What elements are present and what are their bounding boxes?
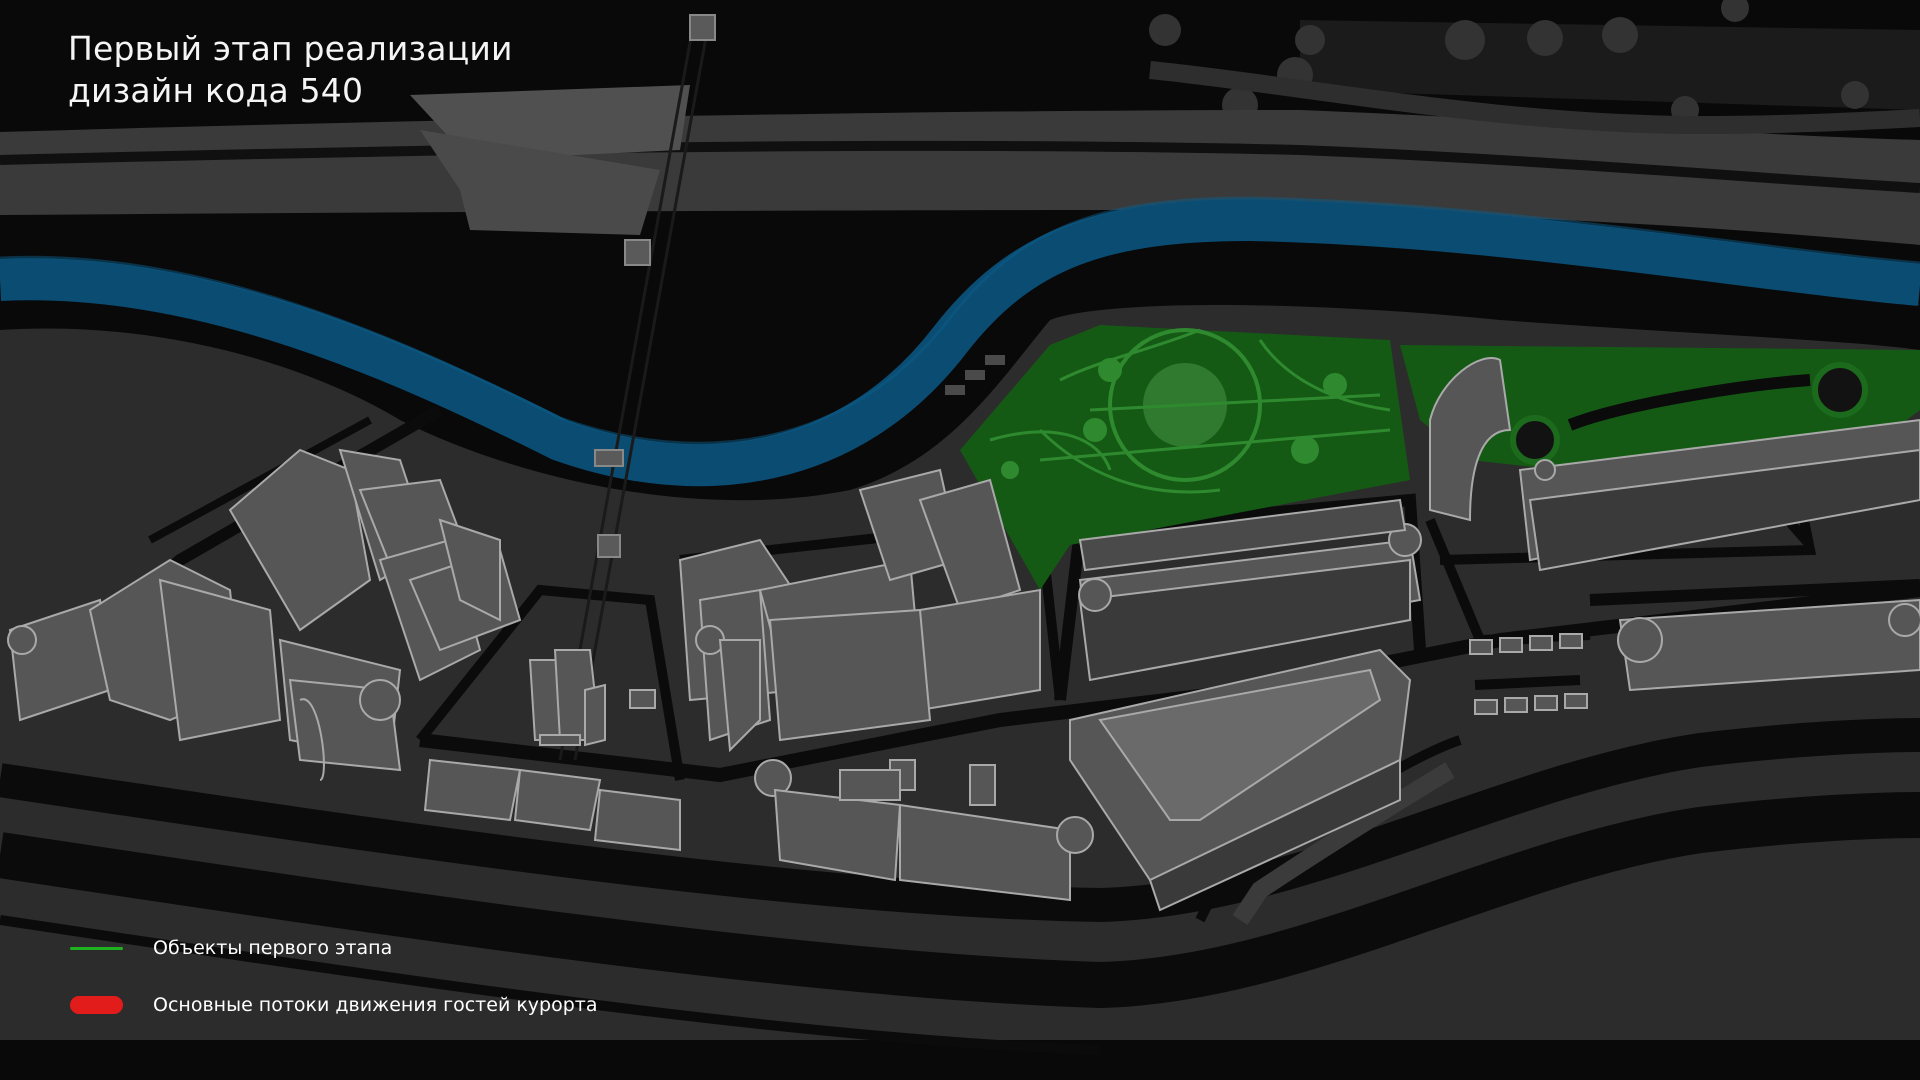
page-title: Первый этап реализации дизайн кода 540: [68, 28, 513, 112]
dock-boxes: [945, 355, 1005, 395]
cable-car-pylon-icon: [597, 534, 621, 558]
cable-car-pylon-icon: [689, 14, 716, 41]
legend-swatch-line-icon: [70, 946, 123, 950]
tree-icon: [1149, 14, 1181, 46]
building-block-middle: [678, 468, 1041, 753]
building-long-park: [1078, 498, 1422, 682]
buildings: [7, 357, 1920, 912]
cable-car-pylon-icon: [594, 449, 624, 467]
cable-car-pylon-icon: [624, 239, 651, 266]
building-east-lower: [1617, 598, 1920, 692]
tree-icon: [1445, 20, 1485, 60]
triangular-building: [1069, 648, 1412, 912]
title-line-1: Первый этап реализации: [68, 29, 513, 68]
tree-icon: [1721, 0, 1749, 22]
title-line-2: дизайн кода 540: [68, 71, 364, 110]
legend-label-first-stage: Объекты первого этапа: [153, 937, 393, 959]
tree-icon: [1295, 25, 1325, 55]
legend-item-guest-flows: Основные потоки движения гостей курорта: [70, 993, 598, 1017]
tree-icon: [1527, 20, 1563, 56]
building-block-west: [7, 448, 522, 781]
building-row-southwest: [423, 758, 681, 852]
map-legend: Объекты первого этапа Основные потоки дв…: [70, 936, 598, 1050]
building-crescent-east: [1429, 357, 1920, 572]
parking-rows: [1469, 633, 1588, 715]
building-block-south-middle: [754, 759, 1094, 902]
building-block-center: [528, 649, 656, 747]
tree-icon: [1841, 81, 1869, 109]
park-west: [960, 325, 1410, 590]
legend-item-first-stage: Объекты первого этапа: [70, 936, 598, 960]
legend-label-guest-flows: Основные потоки движения гостей курорта: [153, 994, 598, 1016]
legend-swatch-pill-icon: [70, 996, 123, 1014]
cable-car-line: [558, 14, 716, 761]
tree-icon: [1602, 17, 1638, 53]
river: [0, 198, 1920, 487]
